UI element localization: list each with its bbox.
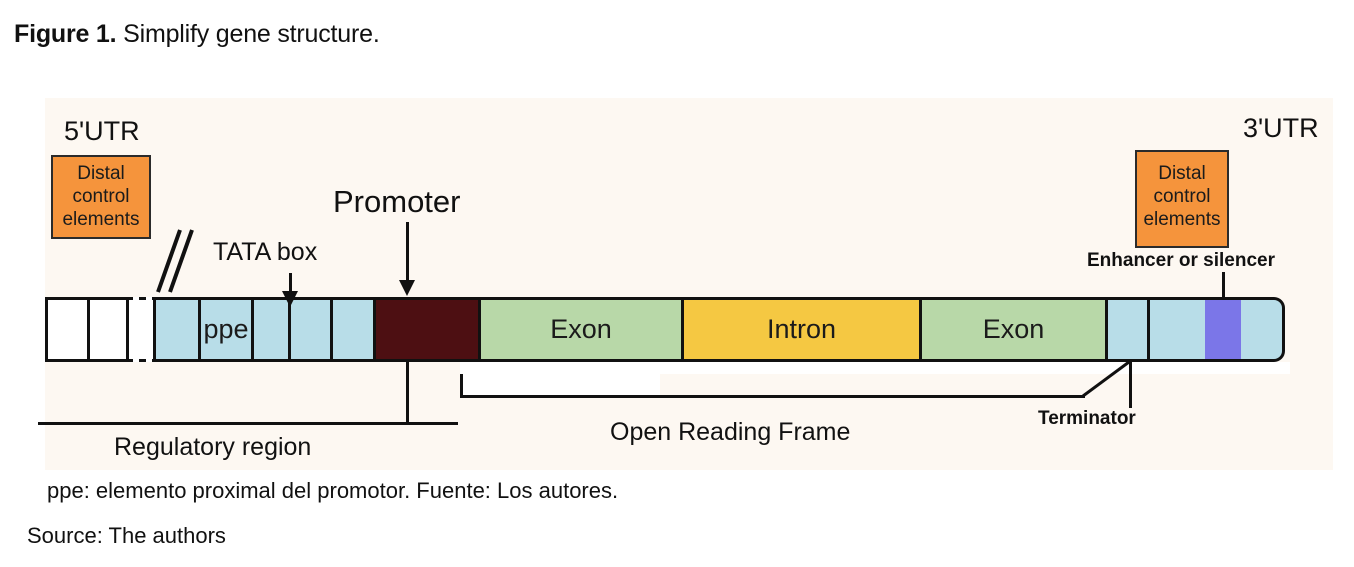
segment-exon-1: Exon [481,297,684,362]
gene-bar: ppe Exon Intron Exon [45,297,1285,362]
label-promoter: Promoter [333,184,461,219]
segment-break-gap [129,297,153,362]
dce-left-line1: Distal [77,163,125,184]
label-regulatory-region: Regulatory region [114,433,312,461]
segment-downstream-blue-1 [1150,297,1205,362]
label-open-reading-frame: Open Reading Frame [610,418,851,446]
segment-intron-1: Intron [684,297,922,362]
label-5utr: 5'UTR [64,116,140,146]
label-3utr: 3'UTR [1243,113,1319,143]
dce-right-line2: control [1153,186,1211,207]
segment-proximal-blue-1 [153,297,201,362]
segment-terminator [1108,297,1150,362]
label-enhancer-or-silencer: Enhancer or silencer [1087,250,1275,271]
figure-label: Figure 1. [14,20,117,48]
regulatory-region-rule [38,422,458,425]
figure-caption-title: Figure 1. Simplify gene structure. [14,20,380,49]
label-tata-box: TATA box [213,238,318,266]
sequence-break-mark-icon [156,229,194,293]
segment-proximal-blue-5 [333,297,376,362]
dce-left-line3: elements [62,209,140,230]
promoter-leader-line [406,222,409,282]
segment-upstream-white-1 [45,297,90,362]
promoter-down-leader-line [406,362,409,424]
segment-ppe: ppe [201,297,254,362]
distal-control-elements-box-left: Distal control elements [51,155,151,239]
tata-box-leader-line [289,273,292,295]
gene-structure-diagram: 5'UTR 3'UTR TATA box Promoter Enhancer o… [38,98,1333,470]
segment-upstream-white-2 [90,297,129,362]
terminator-leader-line [1129,360,1132,408]
segment-core-promoter [376,297,481,362]
segment-enhancer-silencer [1205,297,1241,362]
orf-bracket-tick [460,374,463,398]
segment-exon-2: Exon [922,297,1108,362]
white-underlay-block [460,362,660,396]
segment-proximal-blue-tata [291,297,333,362]
figure-title-text: Simplify gene structure. [123,20,380,48]
label-terminator: Terminator [1038,408,1136,429]
caption-ppe-note: ppe: elemento proximal del promotor. Fue… [47,478,619,503]
segment-downstream-blue-2 [1241,297,1285,362]
orf-bracket-rule [460,395,1085,398]
promoter-arrowhead-icon [399,280,415,296]
distal-control-elements-box-right: Distal control elements [1135,150,1229,248]
enhancer-leader-line [1222,272,1225,300]
bar-dash-top [126,297,153,300]
segment-proximal-blue-3 [254,297,291,362]
dce-right-line1: Distal [1158,163,1206,184]
dce-left-line2: control [72,186,130,207]
caption-source: Source: The authors [27,523,226,548]
bar-dash-bottom [126,359,153,362]
dce-right-line3: elements [1143,209,1221,230]
